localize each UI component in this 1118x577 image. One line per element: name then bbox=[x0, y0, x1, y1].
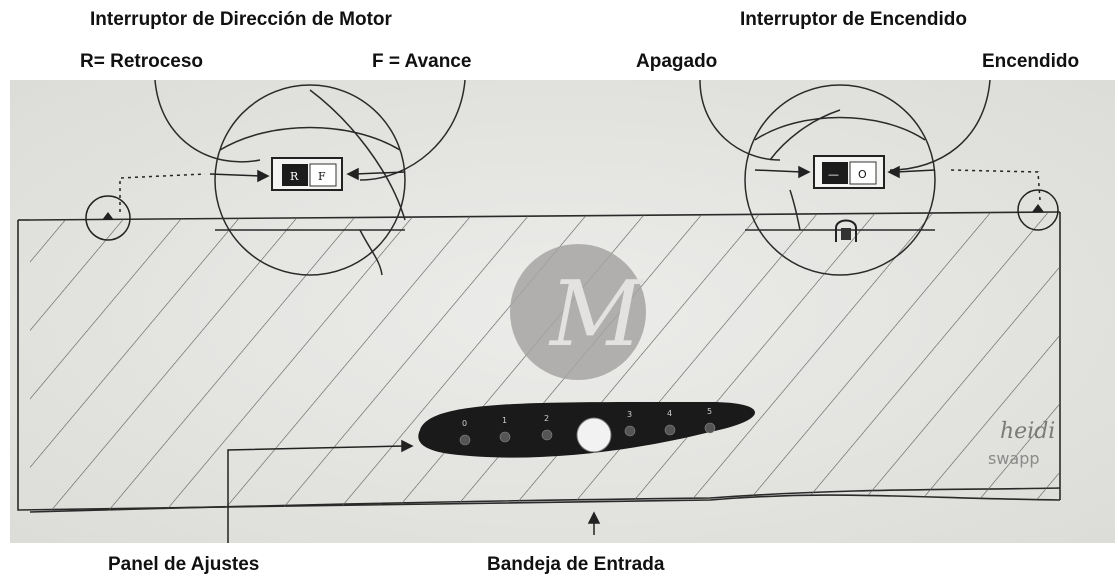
settings-callout-line bbox=[227, 439, 414, 543]
motor-switch-magnifier bbox=[154, 80, 466, 276]
power-switch: — O bbox=[813, 155, 885, 189]
setting-4: 4 bbox=[667, 409, 672, 418]
switch-f-label: F bbox=[318, 170, 326, 183]
setting-2: 2 bbox=[544, 414, 549, 423]
settings-knob bbox=[576, 417, 612, 453]
power-off-symbol: — bbox=[828, 168, 839, 181]
setting-3: 3 bbox=[627, 410, 632, 419]
motor-direction-switch: R F bbox=[271, 157, 343, 191]
reverse-label: R= Retroceso bbox=[80, 51, 204, 72]
power-switch-title: Interruptor de Encendido bbox=[740, 9, 967, 30]
motor-direction-switch-title: Interruptor de Dirección de Motor bbox=[90, 9, 392, 30]
switch-r-label: R bbox=[290, 170, 299, 183]
setting-1: 1 bbox=[502, 416, 507, 425]
power-switch-magnifier bbox=[699, 80, 991, 276]
power-on-symbol: O bbox=[858, 168, 867, 181]
brand-logo-script: heidi bbox=[1000, 419, 1055, 444]
settings-indicators bbox=[459, 422, 716, 446]
device-diagram-photo: M R F bbox=[10, 80, 1115, 543]
brand-logo: heidi swapp bbox=[988, 419, 1055, 468]
setting-5: 5 bbox=[707, 407, 712, 416]
motor-callout-circle bbox=[85, 195, 131, 241]
forward-label: F = Avance bbox=[372, 51, 472, 72]
input-tray-label: Bandeja de Entrada bbox=[487, 554, 665, 575]
watermark-letter: M bbox=[548, 262, 644, 367]
watermark-logo: M bbox=[510, 244, 646, 380]
brand-logo-text: swapp bbox=[988, 449, 1040, 468]
input-tray-callout-arrow bbox=[587, 511, 601, 535]
power-switch-arrows bbox=[754, 165, 936, 179]
power-socket bbox=[835, 219, 857, 242]
on-label: Encendido bbox=[982, 51, 1080, 72]
off-label: Apagado bbox=[636, 51, 718, 72]
power-callout-circle bbox=[1017, 189, 1059, 231]
motor-switch-arrows bbox=[209, 167, 406, 183]
settings-panel: 0 1 2 3 4 5 bbox=[418, 401, 755, 458]
settings-panel-label: Panel de Ajustes bbox=[108, 554, 260, 575]
setting-0: 0 bbox=[462, 419, 467, 428]
